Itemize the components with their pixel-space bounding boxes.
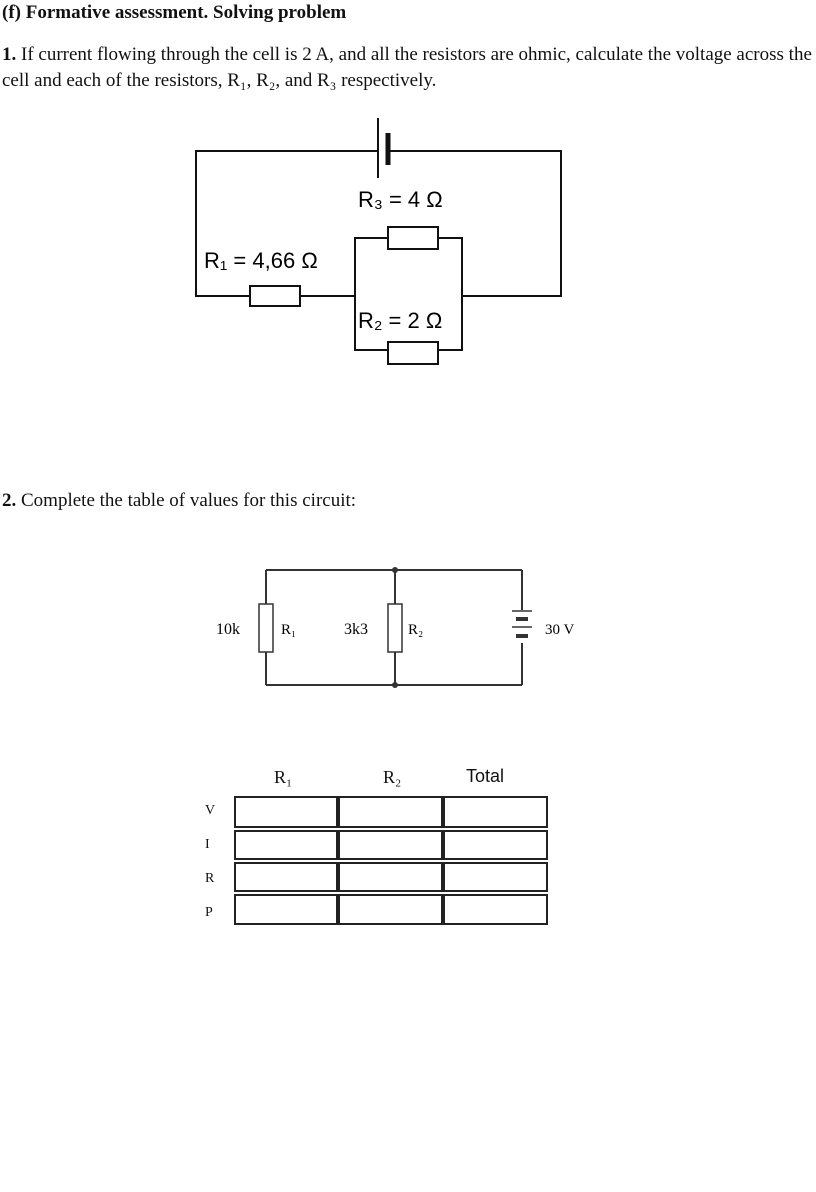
cell-r-r1[interactable] bbox=[234, 862, 338, 892]
circuit-1 bbox=[195, 118, 562, 365]
cell-i-total[interactable] bbox=[443, 830, 548, 860]
resistor-r2-b bbox=[387, 603, 403, 653]
row-label-i: I bbox=[205, 837, 210, 852]
cell-i-r2[interactable] bbox=[338, 830, 443, 860]
cell-v-r1[interactable] bbox=[234, 796, 338, 828]
circuit-1-branch-left bbox=[354, 237, 388, 351]
cell-r-r2[interactable] bbox=[338, 862, 443, 892]
row-label-r: R bbox=[205, 871, 215, 886]
r1-label: R₁ = 4,66 Ω bbox=[204, 248, 318, 273]
cell-v-total[interactable] bbox=[443, 796, 548, 828]
circuit-1-wire-top-right bbox=[388, 150, 562, 297]
battery-voltage-label: 30 V bbox=[545, 622, 574, 638]
cell-p-total[interactable] bbox=[443, 894, 548, 925]
row-label-p: P bbox=[205, 905, 213, 920]
junction-top bbox=[392, 567, 398, 573]
resistor-r1-b bbox=[258, 603, 274, 653]
section-heading: (f) Formative assessment. Solving proble… bbox=[2, 2, 347, 23]
question-2-number: 2. bbox=[2, 490, 17, 511]
question-1-number: 1. bbox=[2, 44, 17, 65]
circuit-1-wire-top-left bbox=[195, 150, 378, 297]
r2-name-label: R₂ bbox=[408, 622, 423, 638]
resistor-r2 bbox=[387, 341, 439, 365]
resistor-r1 bbox=[249, 285, 301, 307]
circuit-2 bbox=[258, 569, 532, 686]
row-label-v: V bbox=[205, 803, 216, 818]
col-header-r2: R₂ bbox=[383, 767, 402, 787]
question-2: 2. Complete the table of values for this… bbox=[2, 490, 356, 512]
col-header-total: Total bbox=[466, 766, 505, 786]
cell-i-r1[interactable] bbox=[234, 830, 338, 860]
r1-name-label: R₁ bbox=[281, 622, 296, 638]
question-2-text: Complete the table of values for this ci… bbox=[21, 490, 357, 511]
cell-p-r1[interactable] bbox=[234, 894, 338, 925]
question-1: 1. If current flowing through the cell i… bbox=[2, 42, 814, 94]
r3-label: R₃ = 4 Ω bbox=[358, 187, 443, 212]
r2-value-label: 3k3 bbox=[344, 621, 368, 638]
circuit-1-branch-right bbox=[438, 237, 463, 351]
col-header-r1: R₁ bbox=[274, 767, 293, 787]
r2-label: R₂ = 2 Ω bbox=[358, 308, 442, 333]
cell-p-r2[interactable] bbox=[338, 894, 443, 925]
question-1-text: If current flowing through the cell is 2… bbox=[2, 44, 812, 91]
cell-v-r2[interactable] bbox=[338, 796, 443, 828]
cell-r-total[interactable] bbox=[443, 862, 548, 892]
resistor-r3 bbox=[387, 226, 439, 250]
r1-value-label: 10k bbox=[216, 621, 240, 638]
junction-bottom bbox=[392, 682, 398, 688]
